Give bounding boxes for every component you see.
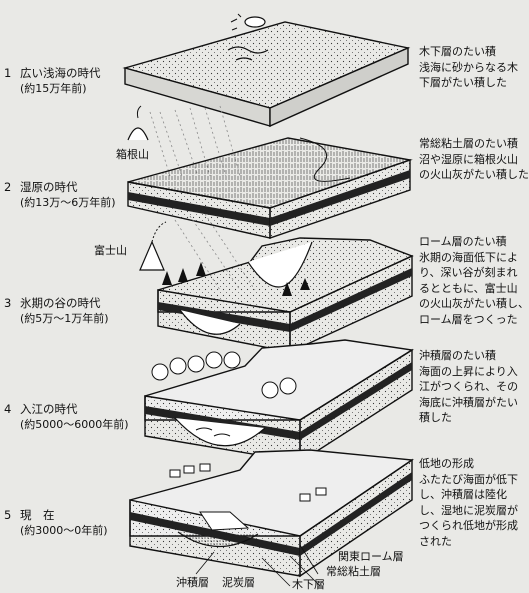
kioroshi-label: 木下層 <box>292 578 325 591</box>
era-3-title: 氷期の谷の時代 <box>20 296 101 310</box>
era-1-age: (約15万年前) <box>20 82 87 95</box>
era-1-title: 広い浅海の時代 <box>20 66 101 80</box>
description-3-line: るとともに、富士山 <box>419 281 518 295</box>
description-3-line: ローム層のたい積 <box>419 235 507 248</box>
era-1-number: 1 <box>4 66 12 80</box>
description-4-line: 積した <box>419 411 452 424</box>
description-3-line: の火山灰がたい積し、 <box>419 297 529 310</box>
hakone-volcano-icon <box>127 105 241 177</box>
description-3-line: ローム層をつくった <box>419 312 518 326</box>
block-2-wetland <box>127 137 413 239</box>
description-1-line: 浅海に砂からなる木 <box>419 60 518 74</box>
era-4-title: 入江の時代 <box>20 402 78 416</box>
alluvium-label: 沖積層 <box>176 576 209 589</box>
era-3: 3 氷期の谷の時代 (約5万～1万年前) <box>4 296 109 326</box>
fuji-label: 富士山 <box>94 244 127 257</box>
block-4-inlet <box>144 339 414 464</box>
era-3-number: 3 <box>4 296 12 310</box>
era-2: 2 湿原の時代 (約13万～6万年前) <box>4 180 116 210</box>
era-4: 4 入江の時代 (約5000～6000年前) <box>4 402 129 432</box>
description-5: 低地の形成 ふたたび海面が低下 し、沖積層は陸化 し、湿地に泥炭層が つくられ低… <box>419 456 527 549</box>
era-5: 5 現 在 (約3000～0年前) <box>4 508 108 538</box>
description-2-line: 沼や湿原に箱根火山 <box>419 152 518 166</box>
era-2-age: (約13万～6万年前) <box>20 196 116 209</box>
description-4-line: 海面の上昇により入 <box>419 364 518 378</box>
era-4-number: 4 <box>4 402 12 416</box>
description-5-line: された <box>419 534 452 548</box>
description-4-line: 沖積層のたい積 <box>419 349 496 362</box>
description-3-line: り、深い谷が刻まれ <box>419 266 518 279</box>
era-2-number: 2 <box>4 180 12 194</box>
description-3: ローム層のたい積 氷期の海面低下によ り、深い谷が刻まれ るとともに、富士山 の… <box>419 234 529 327</box>
fish-icon <box>244 16 266 28</box>
description-2-line: の火山灰がたい積した <box>419 168 529 181</box>
description-1: 木下層のたい積 浅海に砂からなる木 下層がたい積した <box>419 44 527 91</box>
joso-clay-label: 常総粘土層 <box>326 565 381 578</box>
description-4: 沖積層のたい積 海面の上昇により入 江がつくられ、その 海底に沖積層がたい 積し… <box>419 348 527 426</box>
description-5-line: つくられ低地が形成 <box>419 519 518 532</box>
era-4-age: (約5000～6000年前) <box>20 418 129 431</box>
era-2-title: 湿原の時代 <box>20 180 78 194</box>
era-5-number: 5 <box>4 508 12 522</box>
description-5-line: し、沖積層は陸化 <box>419 488 507 501</box>
block-5-present <box>129 449 414 587</box>
era-3-age: (約5万～1万年前) <box>20 312 109 325</box>
hakone-label: 箱根山 <box>116 148 149 161</box>
era-5-age: (約3000～0年前) <box>20 524 108 537</box>
description-2-line: 常総粘土層のたい積 <box>419 137 518 150</box>
description-5-line: 低地の形成 <box>419 457 474 470</box>
description-1-line: 下層がたい積した <box>419 76 507 89</box>
kanto-loam-label: 関東ローム層 <box>338 550 404 563</box>
peat-label: 泥炭層 <box>222 576 255 589</box>
description-1-line: 木下層のたい積 <box>419 45 496 58</box>
era-1: 1 広い浅海の時代 (約15万年前) <box>4 66 101 96</box>
block-3-glacial-valley <box>157 237 414 354</box>
block-1-shallow-sea <box>122 13 411 128</box>
description-3-line: 氷期の海面低下によ <box>419 250 518 264</box>
description-5-line: ふたたび海面が低下 <box>419 472 518 486</box>
era-5-title: 現 在 <box>20 508 55 522</box>
description-5-line: し、湿地に泥炭層が <box>419 503 518 517</box>
description-2: 常総粘土層のたい積 沼や湿原に箱根火山 の火山灰がたい積した <box>419 136 529 183</box>
description-4-line: 江がつくられ、その <box>419 380 519 393</box>
description-4-line: 海底に沖積層がたい <box>419 395 518 409</box>
